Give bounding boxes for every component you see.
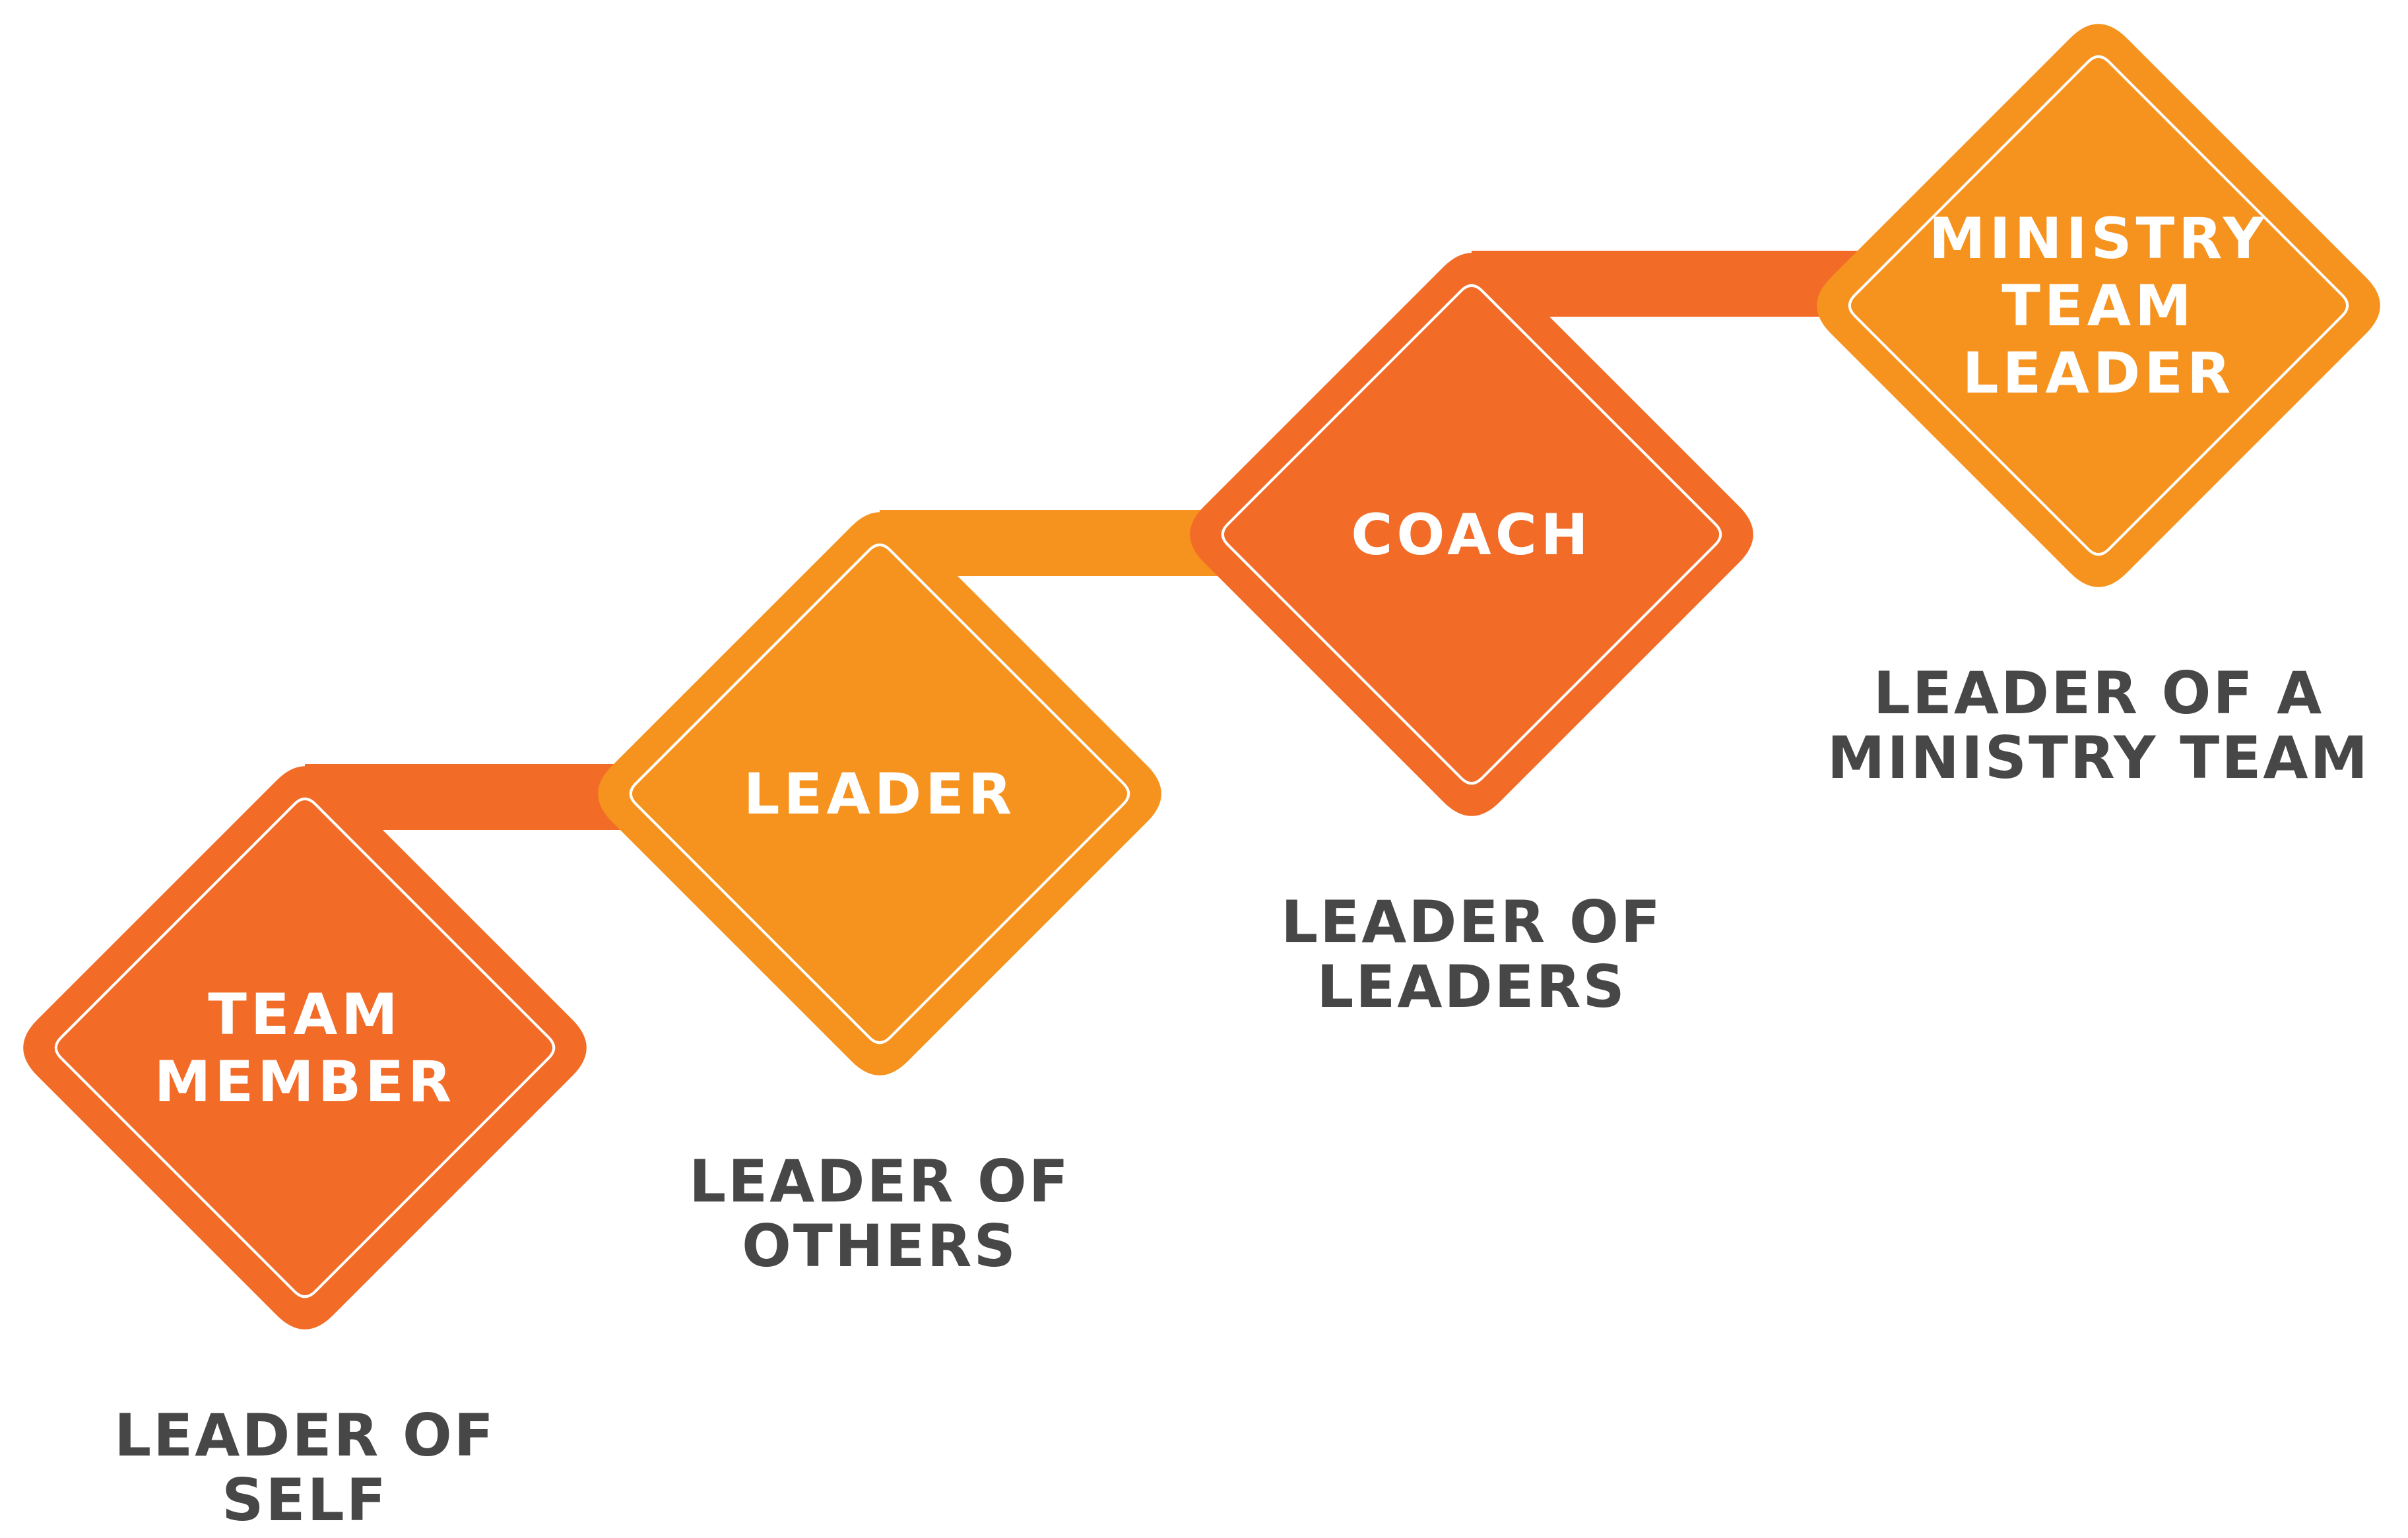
step-diamond [1817,24,2380,587]
step-diamond [1190,253,1753,816]
step-title-line: LEADER [744,761,1016,827]
step-title-line: TEAM [208,982,402,1048]
step-diamond-outline [629,543,1130,1044]
step-diamond-outline [1221,284,1722,785]
step-caption-line: LEADER OF A [1873,659,2324,727]
step-caption-line: OTHERS [742,1212,1018,1280]
step-caption-line: LEADER OF [689,1147,1070,1215]
step-caption-line: LEADERS [1317,953,1627,1021]
step-caption-line: LEADER OF [114,1401,496,1469]
step-title-line: LEADER [1963,340,2234,406]
step-title-line: COACH [1351,502,1592,568]
step-diamond [598,512,1161,1075]
step-title-line: MEMBER [154,1049,455,1115]
step-title-line: MINISTRY [1929,206,2268,272]
step-diamond-outline [1848,55,2349,556]
step-caption-line: MINISTRY TEAM [1827,724,2370,792]
step-caption-line: SELF [222,1466,388,1534]
step-caption-line: LEADER OF [1281,888,1662,956]
step-title-line: TEAM [2001,273,2196,339]
step-diamond-outline [54,797,556,1298]
step-diamond [23,766,587,1330]
